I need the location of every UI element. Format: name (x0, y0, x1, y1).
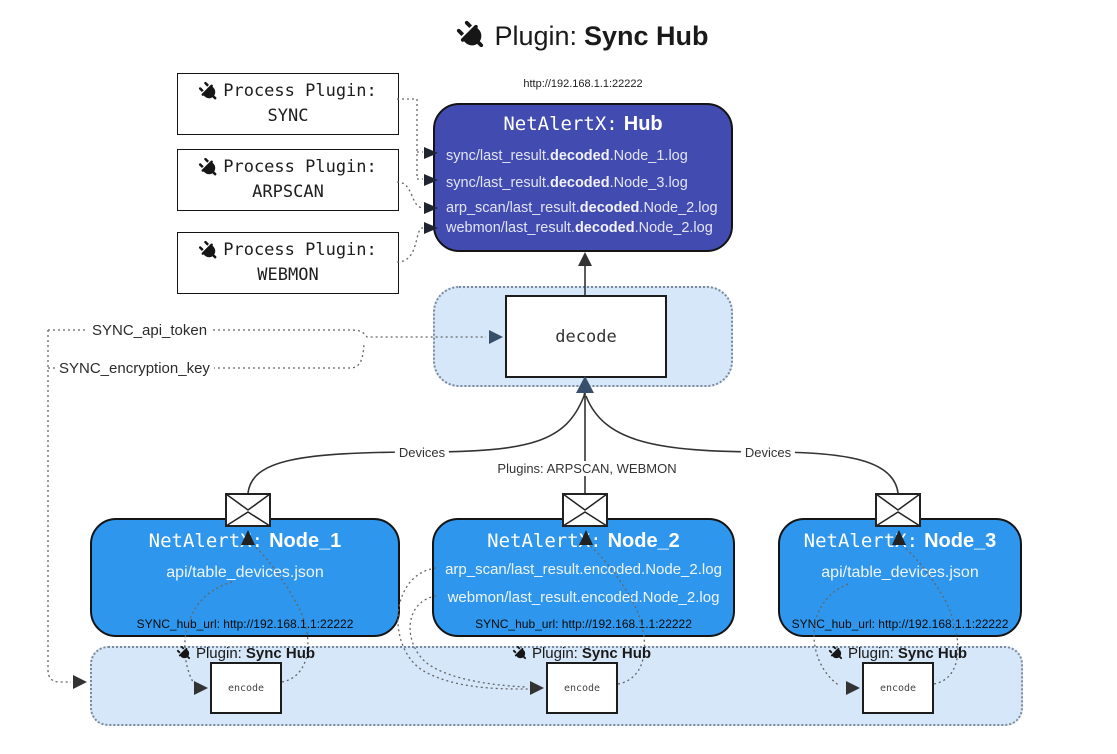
encode-box: encode (862, 662, 934, 714)
hub-url: http://192.168.1.1:22222 (523, 78, 643, 90)
process-plugin-box-sync: Process Plugin: SYNC (177, 73, 399, 135)
process-plugin-box-webmon: Process Plugin: WEBMON (177, 232, 399, 294)
node3-box: NetAlertX:Node_3 api/table_devices.json … (778, 518, 1022, 637)
encoder-label: Plugin:Sync Hub (512, 644, 651, 662)
process-plugin-label: Process Plugin: (223, 81, 377, 102)
plug-icon (512, 645, 527, 659)
plug-icon (457, 20, 484, 48)
process-plugin-box-arpscan: Process Plugin: ARPSCAN (177, 149, 399, 211)
node1-box: NetAlertX:Node_1 api/table_devices.json … (90, 518, 400, 637)
encode-box: encode (546, 662, 618, 714)
node2-box: NetAlertX:Node_2 arp_scan/last_result.en… (432, 518, 735, 637)
process-plugin-name: WEBMON (257, 265, 319, 285)
encoder-label: Plugin:Sync Hub (828, 644, 967, 662)
page-title: Plugin: Sync Hub (383, 14, 783, 58)
hub-log-line: sync/last_result.decoded.Node_1.log (446, 148, 688, 164)
node-title: NetAlertX:Node_3 (803, 530, 997, 552)
envelope-icon (225, 493, 271, 527)
hub-log-line: sync/last_result.decoded.Node_3.log (446, 175, 688, 191)
edge-label-devices-right: Devices (740, 445, 796, 460)
node-hub-url: SYNC_hub_url: http://192.168.1.1:22222 (475, 617, 692, 631)
plug-icon (199, 157, 217, 176)
page-title-prefix: Plugin: (494, 20, 578, 51)
process-plugin-name: ARPSCAN (252, 182, 324, 202)
node-title: NetAlertX:Node_1 (148, 530, 342, 552)
node-title: NetAlertX:Node_2 (487, 530, 680, 552)
node-line: api/table_devices.json (166, 564, 324, 581)
hub-title-bold: Hub (623, 113, 663, 135)
sync-api-token-label: SYNC_api_token (88, 321, 212, 340)
process-plugin-label: Process Plugin: (223, 157, 377, 178)
hub-log-line: webmon/last_result.decoded.Node_2.log (446, 220, 713, 236)
sync-encryption-key-label: SYNC_encryption_key (55, 359, 214, 378)
plug-icon (199, 81, 217, 100)
node-hub-url: SYNC_hub_url: http://192.168.1.1:22222 (136, 617, 354, 631)
plug-icon (199, 240, 217, 259)
envelope-icon (875, 493, 921, 527)
process-plugin-to-hub-edges (396, 98, 424, 263)
edge-label-devices-left: Devices (394, 445, 450, 460)
plug-icon (176, 645, 191, 659)
encoder-label: Plugin:Sync Hub (176, 644, 315, 662)
hub-box: NetAlertX:Hub sync/last_result.decoded.N… (433, 103, 733, 252)
process-plugin-label: Process Plugin: (223, 240, 377, 261)
page-title-bold: Sync Hub (584, 20, 709, 51)
plug-icon (828, 645, 843, 659)
hub-title: NetAlertX:Hub (435, 113, 731, 136)
envelope-icon (562, 493, 608, 527)
hub-title-prefix: NetAlertX: (503, 113, 618, 135)
node-line: api/table_devices.json (821, 564, 979, 581)
process-plugin-name: SYNC (267, 106, 309, 126)
decode-box: decode (505, 295, 667, 378)
edge-label-plugins: Plugins: ARPSCAN, WEBMON (493, 461, 681, 476)
hub-log-line: arp_scan/last_result.decoded.Node_2.log (446, 200, 718, 216)
node-line: arp_scan/last_result.encoded.Node_2.log (445, 561, 722, 578)
node-hub-url: SYNC_hub_url: http://192.168.1.1:22222 (791, 617, 1009, 631)
encode-box: encode (210, 662, 282, 714)
node-line: webmon/last_result.encoded.Node_2.log (447, 589, 720, 606)
